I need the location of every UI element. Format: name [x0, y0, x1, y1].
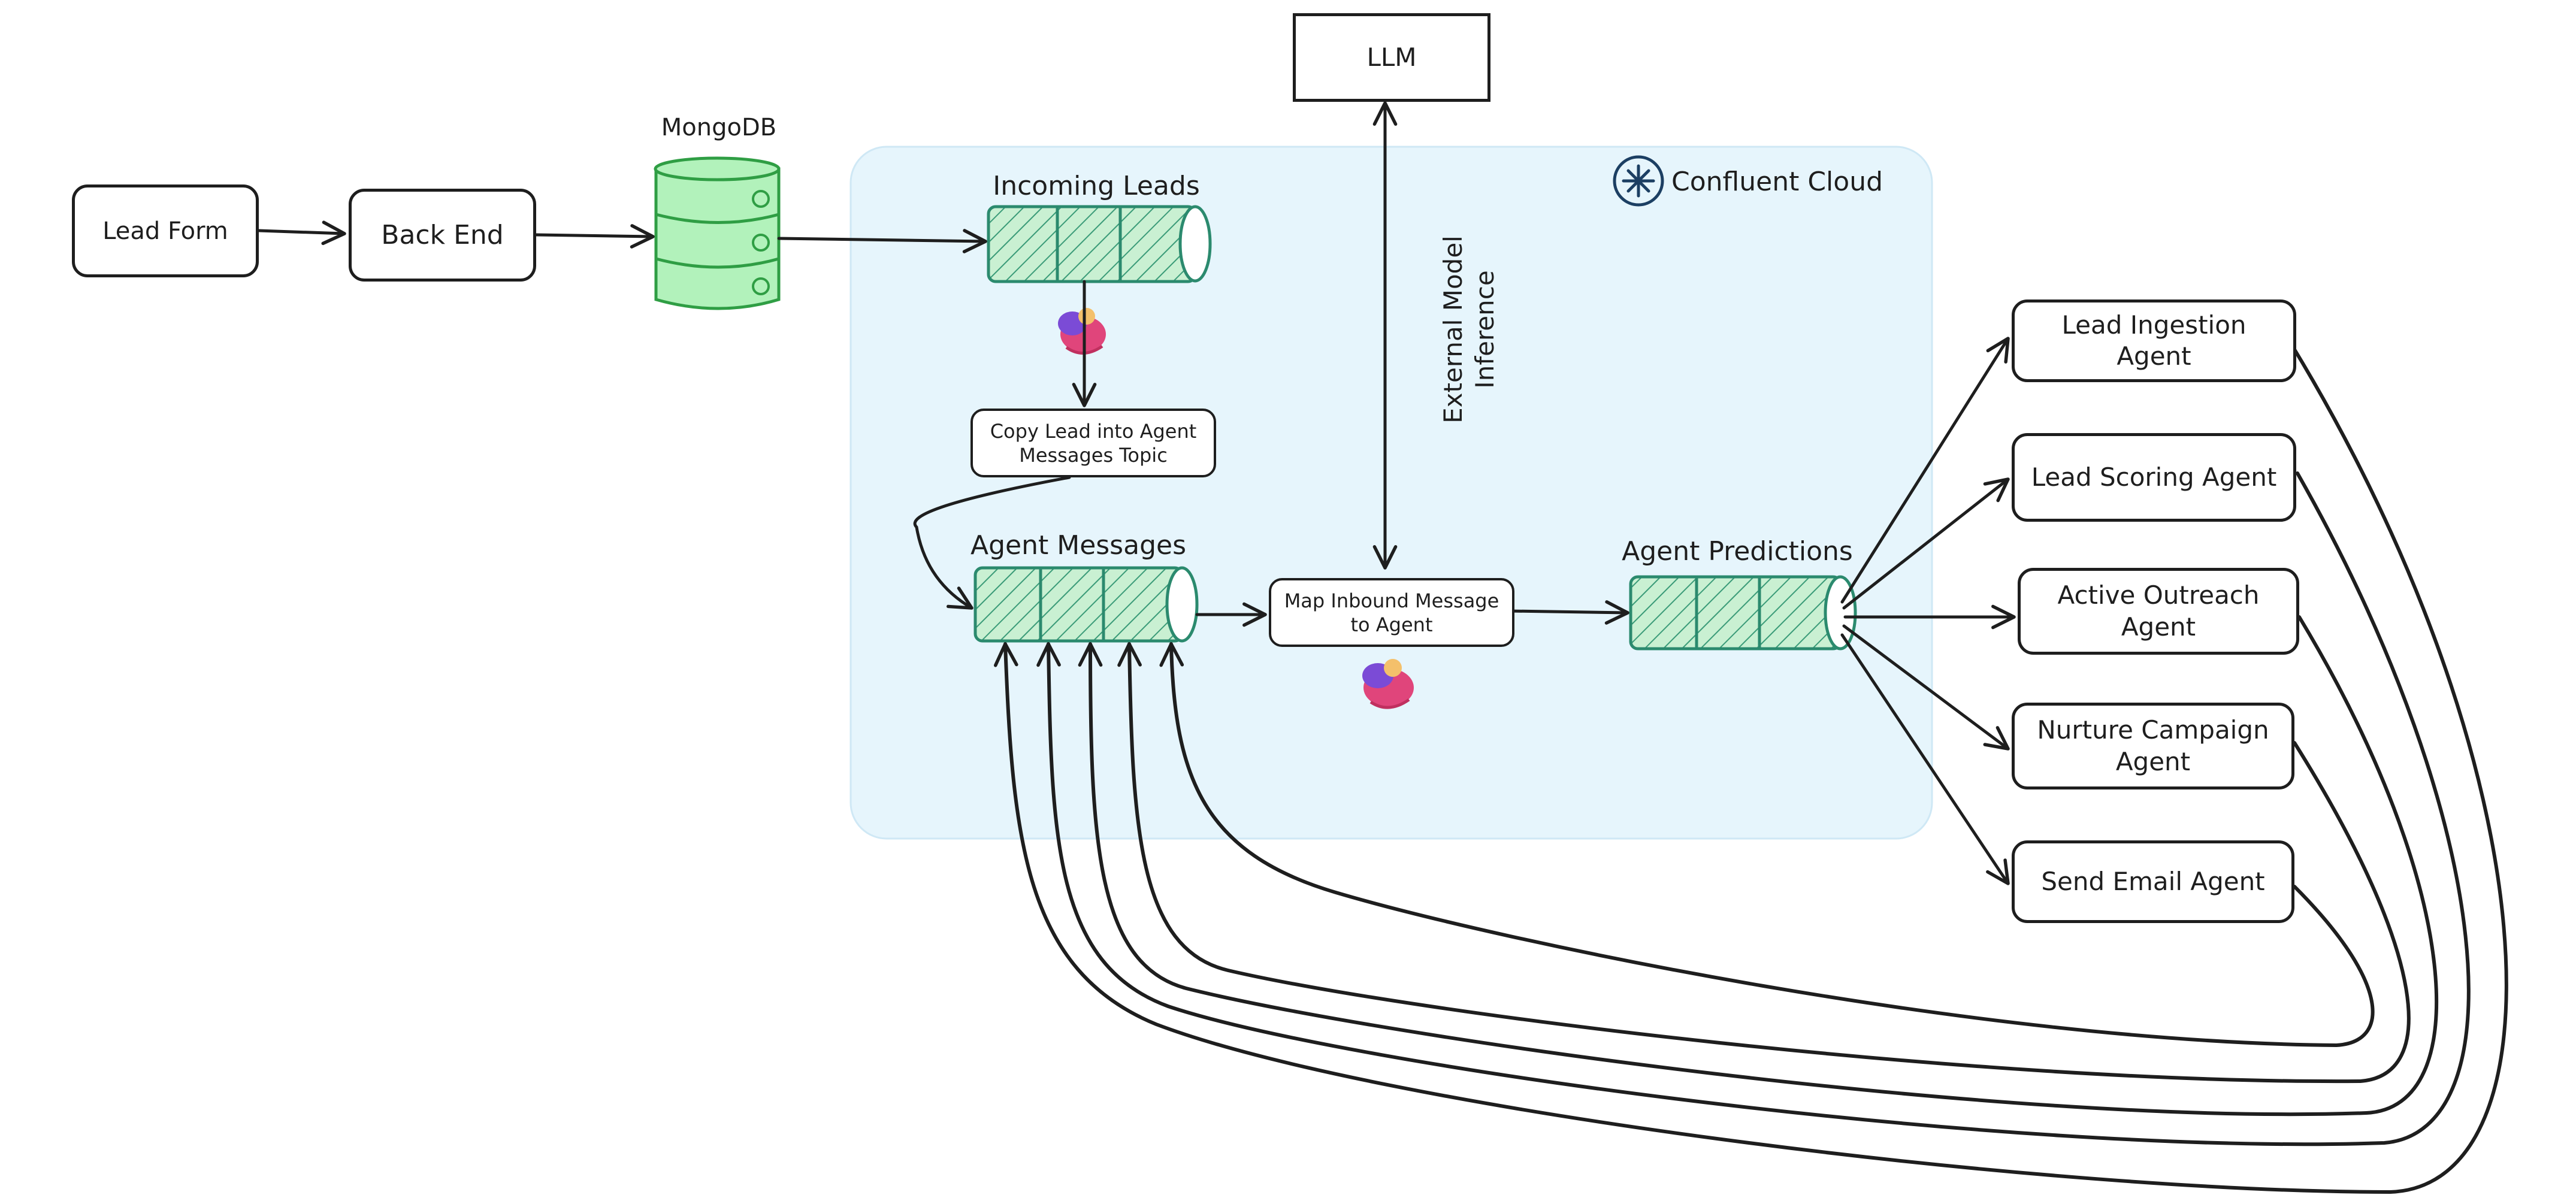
- copy-lead-label-line1: Copy Lead into Agent: [990, 419, 1197, 443]
- loop-active-outreach-to-agent-messages: [1078, 615, 2439, 1117]
- llm-node: LLM: [1293, 13, 1490, 102]
- arrow-leadform-to-backend: [257, 220, 346, 246]
- loop-nurture-campaign-to-agent-messages: [1117, 642, 2411, 1084]
- copy-lead-label-line2: Messages Topic: [1019, 443, 1168, 467]
- send-email-agent-node: Send Email Agent: [2012, 840, 2294, 923]
- agent-label-line1: Lead Ingestion: [2061, 310, 2247, 340]
- external-inference-label: External Model Inference: [1438, 192, 1499, 467]
- arrow-to-send-email: [1840, 633, 2010, 885]
- lead-form-node: Lead Form: [72, 184, 259, 277]
- confluent-logo-icon: [1613, 155, 1664, 207]
- llm-label: LLM: [1366, 42, 1417, 72]
- agent-label-line2: Agent: [2121, 612, 2196, 642]
- back-end-node: Back End: [349, 189, 536, 282]
- agent-label-line1: Active Outreach: [2057, 580, 2260, 610]
- arrow-copy-lead-to-agent-messages: [913, 476, 1071, 610]
- confluent-cloud-label: Confluent Cloud: [1671, 167, 1883, 197]
- external-inference-line2: Inference: [1470, 270, 1499, 389]
- agent-label-line1: Send Email Agent: [2041, 866, 2265, 896]
- loop-lead-ingestion-to-agent-messages: [993, 343, 2508, 1194]
- agent-messages-topic-icon: [973, 566, 1199, 643]
- arrow-to-lead-scoring: [1842, 477, 2010, 610]
- mongodb-label: MongoDB: [661, 114, 777, 141]
- agent-label-line1: Lead Scoring Agent: [2031, 462, 2277, 492]
- back-end-label: Back End: [381, 220, 504, 250]
- map-inbound-node: Map Inbound Message to Agent: [1269, 578, 1514, 647]
- agent-label-line2: Agent: [2117, 341, 2191, 371]
- lead-form-label: Lead Form: [102, 217, 228, 245]
- agent-messages-label: Agent Messages: [970, 530, 1186, 561]
- agent-predictions-topic-icon: [1629, 575, 1857, 651]
- mongodb-database-icon: [654, 156, 781, 310]
- arrow-to-nurture-campaign: [1842, 624, 2010, 751]
- arrow-map-to-predictions: [1508, 600, 1629, 625]
- external-inference-line1: External Model: [1438, 235, 1468, 423]
- arrow-mongodb-to-incoming-leads: [777, 229, 987, 253]
- map-inbound-label-line2: to Agent: [1350, 613, 1433, 636]
- lead-ingestion-agent-node: Lead Ingestion Agent: [2012, 300, 2296, 382]
- lead-scoring-agent-node: Lead Scoring Agent: [2012, 433, 2296, 522]
- active-outreach-agent-node: Active Outreach Agent: [2018, 568, 2299, 655]
- agent-label-line2: Agent: [2115, 746, 2191, 776]
- incoming-leads-topic-icon: [987, 205, 1212, 283]
- agent-predictions-label: Agent Predictions: [1622, 536, 1853, 567]
- loop-send-email-to-agent-messages: [1159, 642, 2375, 1048]
- loop-lead-scoring-to-agent-messages: [1036, 471, 2471, 1146]
- copy-lead-node: Copy Lead into Agent Messages Topic: [970, 409, 1216, 477]
- nurture-campaign-agent-node: Nurture Campaign Agent: [2012, 703, 2294, 789]
- arrow-to-lead-ingestion: [1840, 337, 2010, 604]
- arrow-backend-to-mongodb: [534, 224, 655, 249]
- incoming-leads-label: Incoming Leads: [993, 171, 1200, 201]
- map-inbound-label-line1: Map Inbound Message: [1284, 589, 1499, 612]
- flink-squirrel-icon: [1362, 659, 1414, 709]
- agent-label-line1: Nurture Campaign: [2037, 715, 2269, 745]
